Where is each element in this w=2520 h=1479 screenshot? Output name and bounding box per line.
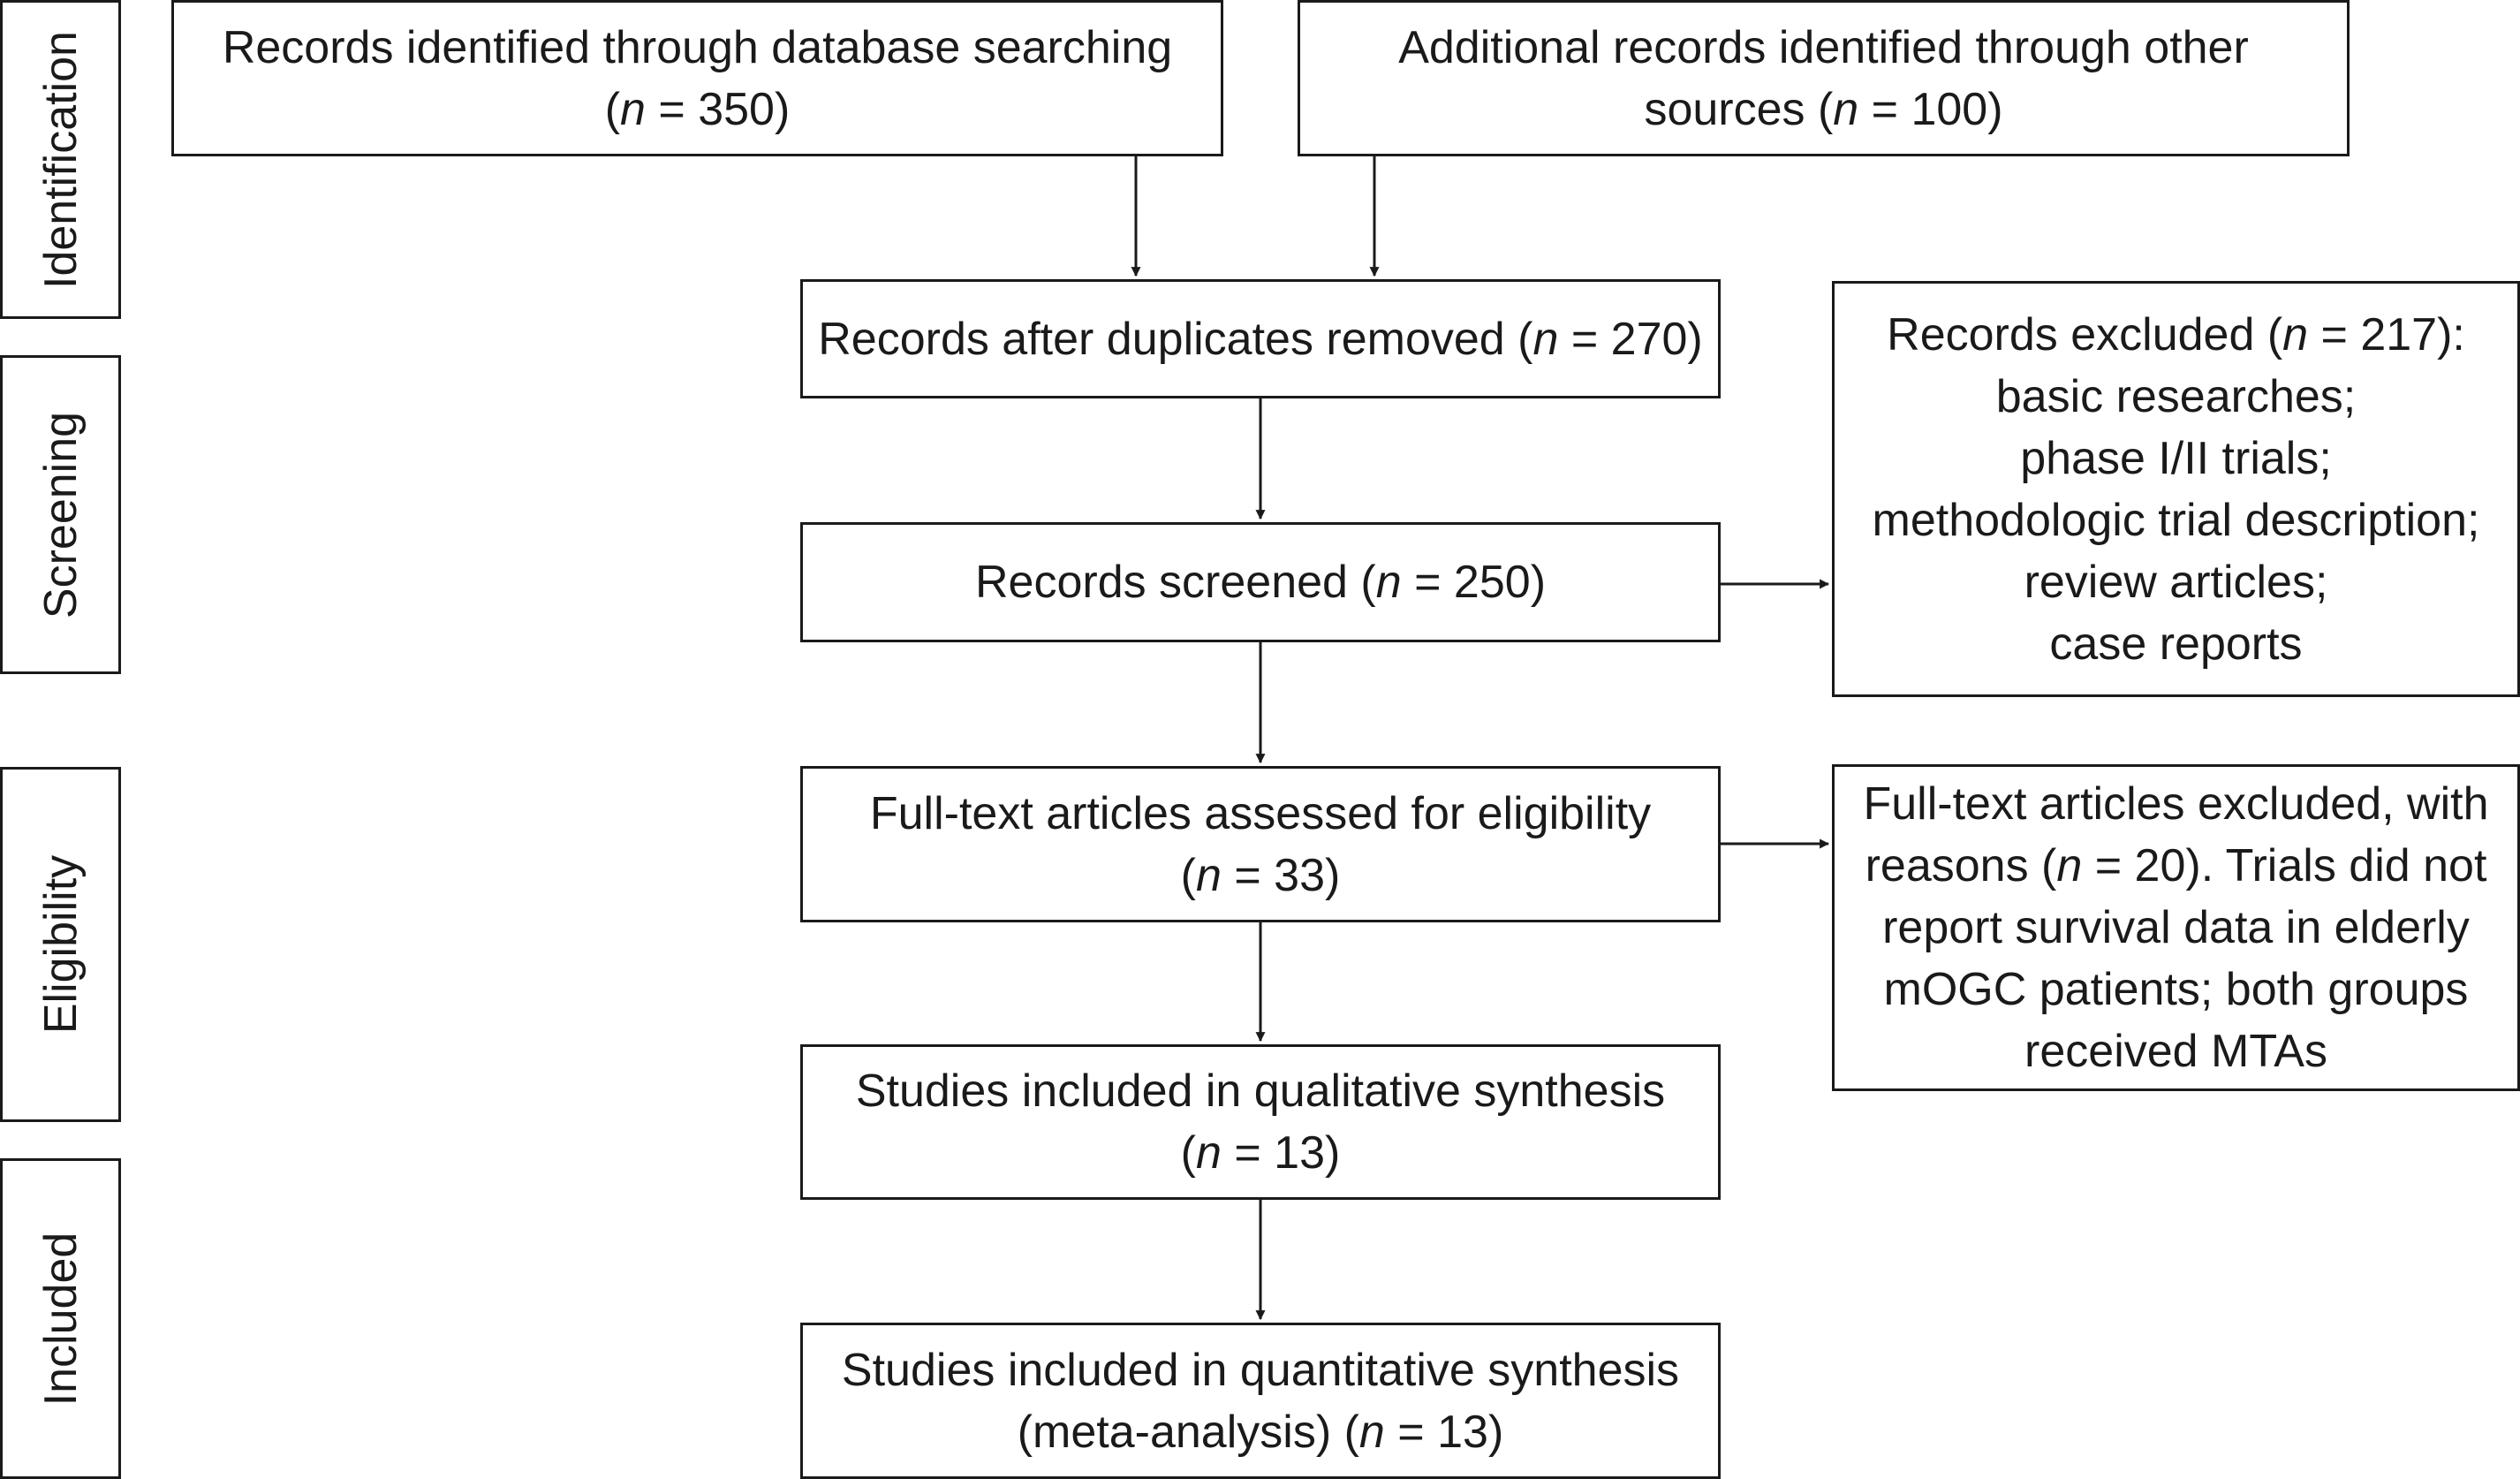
stage-screening: Screening (0, 355, 121, 674)
other-sources-count: sources (n = 100) (1644, 83, 2003, 135)
other-sources-line1: Additional records identified through ot… (1398, 21, 2249, 73)
exclusion-reason: methodologic trial description; (1872, 494, 2480, 546)
qualitative-count: (n = 13) (1180, 1127, 1341, 1179)
db-search-line1: Records identified through database sear… (222, 21, 1173, 73)
stage-included: Included (0, 1158, 121, 1479)
quantitative-line1: Studies included in quantitative synthes… (841, 1344, 1680, 1396)
stage-eligibility: Eligibility (0, 767, 121, 1122)
exclusion-reason: review articles; (2024, 556, 2328, 608)
box-quantitative-synthesis: Studies included in quantitative synthes… (800, 1323, 1721, 1479)
full-text-excluded-line: mOGC patients; both groups (1883, 964, 2469, 1015)
box-other-sources: Additional records identified through ot… (1298, 0, 2350, 156)
db-search-count: (n = 350) (604, 83, 791, 135)
box-records-excluded: Records excluded (n = 217): basic resear… (1832, 281, 2520, 697)
quantitative-count: (meta-analysis) (n = 13) (1017, 1406, 1504, 1458)
qualitative-line1: Studies included in qualitative synthesi… (855, 1066, 1666, 1117)
records-screened-text: Records screened (n = 250) (974, 557, 1547, 608)
duplicates-removed-text: Records after duplicates removed (n = 27… (818, 313, 1703, 365)
box-records-screened: Records screened (n = 250) (800, 522, 1721, 642)
box-database-search: Records identified through database sear… (171, 0, 1223, 156)
full-text-excluded-line1: Full-text articles excluded, with (1863, 778, 2489, 830)
full-text-line1: Full-text articles assessed for eligibil… (869, 787, 1652, 839)
exclusion-reason: basic researches; (1995, 370, 2357, 422)
full-text-count: (n = 33) (1180, 849, 1341, 901)
box-qualitative-synthesis: Studies included in qualitative synthesi… (800, 1044, 1721, 1200)
full-text-excluded-count: reasons (n = 20). Trials did not (1865, 840, 2487, 891)
full-text-excluded-line: report survival data in elderly (1882, 902, 2470, 953)
records-excluded-heading: Records excluded (n = 217): (1887, 308, 2465, 360)
exclusion-reason: phase I/II trials; (2020, 432, 2332, 484)
full-text-excluded-line: received MTAs (2024, 1026, 2327, 1077)
box-full-text-excluded: Full-text articles excluded, with reason… (1832, 764, 2520, 1091)
stage-identification: Identification (0, 0, 121, 319)
box-duplicates-removed: Records after duplicates removed (n = 27… (800, 279, 1721, 398)
exclusion-reason: case reports (2049, 618, 2303, 670)
box-full-text-assessed: Full-text articles assessed for eligibil… (800, 766, 1721, 922)
